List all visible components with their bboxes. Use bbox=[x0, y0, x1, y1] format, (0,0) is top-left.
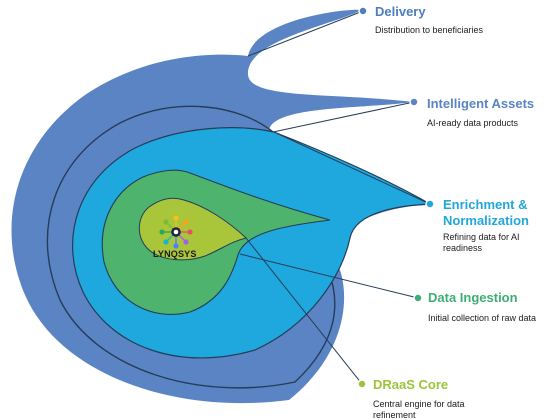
data-ingestion-dot bbox=[413, 293, 423, 303]
enrichment-connector bbox=[273, 131, 431, 205]
delivery-dot bbox=[358, 6, 368, 16]
delivery-description: Distribution to beneficiaries bbox=[375, 25, 484, 35]
draas-core-dot bbox=[357, 379, 367, 389]
enrichment-dot bbox=[425, 199, 435, 209]
enrichment-description: Refining data for AI readiness bbox=[443, 232, 520, 253]
data-ingestion-title: Data Ingestion bbox=[428, 290, 518, 305]
enrichment-title: Enrichment & Normalization bbox=[443, 197, 529, 228]
delivery-title: Delivery bbox=[375, 4, 426, 19]
lynqsys-logo-icon bbox=[159, 215, 193, 249]
delivery-connector bbox=[247, 10, 364, 57]
intelligent-assets-connector bbox=[272, 101, 415, 133]
draas-core-connector bbox=[245, 237, 363, 385]
intelligent-assets-title: Intelligent Assets bbox=[427, 96, 535, 111]
draas-core-description: Central engine for data refinement bbox=[373, 399, 465, 420]
data-ingestion-description: Initial collection of raw data bbox=[428, 313, 537, 323]
intelligent-assets-dot bbox=[409, 97, 419, 107]
draas-core-title: DRaaS Core bbox=[373, 377, 449, 392]
intelligent-assets-description: AI-ready data products bbox=[427, 118, 519, 128]
lynqsys-brand-label: LYNQSYS bbox=[153, 249, 197, 259]
data-ingestion-connector bbox=[239, 253, 419, 299]
